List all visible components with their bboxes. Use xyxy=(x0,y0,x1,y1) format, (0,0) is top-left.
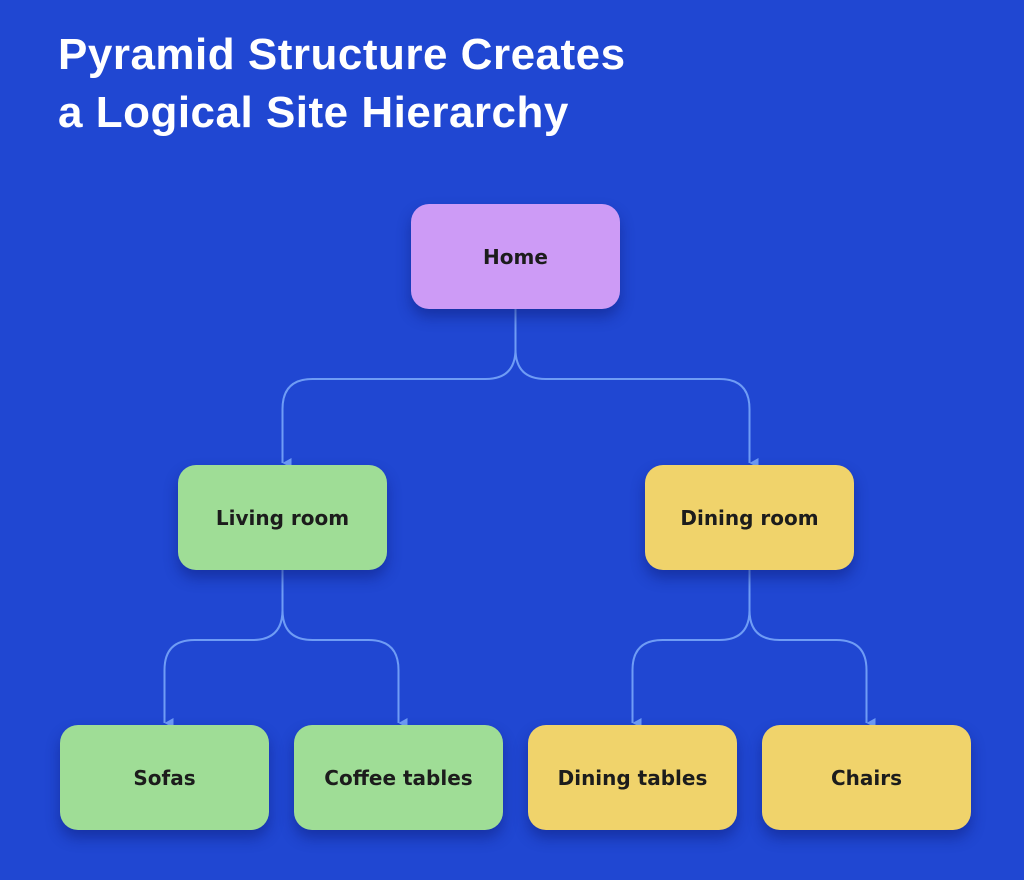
node-living-room-label: Living room xyxy=(215,505,350,530)
node-sofas-label: Sofas xyxy=(133,765,196,790)
node-living-room: Living room xyxy=(178,465,387,570)
node-dining-tables: Dining tables xyxy=(528,725,737,830)
node-dining-tables-label: Dining tables xyxy=(557,765,708,790)
node-chairs-label: Chairs xyxy=(830,765,903,790)
connector-home-to-dining_room xyxy=(514,309,759,468)
node-sofas: Sofas xyxy=(60,725,269,830)
node-dining-room: Dining room xyxy=(645,465,854,570)
page-title: Pyramid Structure Creates a Logical Site… xyxy=(58,26,626,142)
node-home: Home xyxy=(411,204,620,309)
connector-living_room-to-sofas xyxy=(163,570,284,728)
connector-living_room-to-coffee_tables xyxy=(281,570,408,728)
connector-home-to-living_room xyxy=(281,309,517,468)
node-coffee-tables-label: Coffee tables xyxy=(324,765,473,790)
title-line-2: a Logical Site Hierarchy xyxy=(58,88,569,137)
node-dining-room-label: Dining room xyxy=(680,505,819,530)
node-home-label: Home xyxy=(483,244,548,269)
node-chairs: Chairs xyxy=(762,725,971,830)
connector-dining_room-to-chairs xyxy=(748,570,876,728)
connector-dining_room-to-dining_tables xyxy=(631,570,751,728)
title-line-1: Pyramid Structure Creates xyxy=(58,30,626,79)
node-coffee-tables: Coffee tables xyxy=(294,725,503,830)
